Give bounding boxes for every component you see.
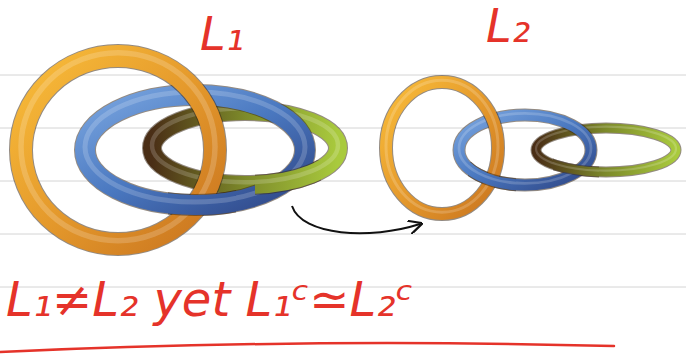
torus-highlight: [553, 158, 599, 171]
ruled-line: [0, 75, 686, 76]
handwritten-label: L₂: [486, 0, 530, 53]
green-torus: [553, 158, 599, 172]
torus-highlight: [255, 160, 321, 182]
orange-torus: [386, 80, 498, 214]
torus-highlight: [386, 80, 498, 212]
torus-highlight: [536, 127, 676, 171]
handwritten-label: L₁: [200, 8, 244, 61]
torus-highlight: [168, 168, 236, 202]
green-torus: [255, 160, 321, 185]
blue-torus: [468, 162, 516, 185]
handwritten-label: L₁≠L₂ yet L₁ᶜ≃L₂ᶜ: [6, 272, 413, 327]
ruled-lines: [0, 75, 686, 287]
linked-rings: [21, 53, 676, 244]
blue-torus: [168, 168, 236, 205]
map-arrow: [292, 206, 420, 233]
torus-highlight: [468, 162, 516, 183]
green-torus: [536, 127, 676, 172]
underline: [0, 343, 614, 352]
